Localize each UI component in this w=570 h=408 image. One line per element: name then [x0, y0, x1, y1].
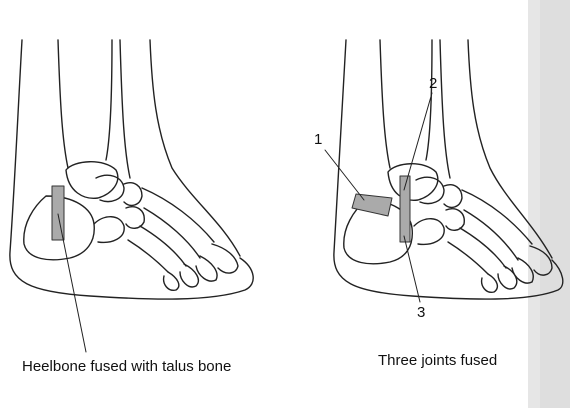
left-tibia — [58, 40, 112, 168]
right-fibula — [440, 40, 450, 178]
leader-line-2 — [404, 93, 432, 190]
callout-3: 3 — [417, 304, 425, 321]
left-talus — [66, 162, 118, 199]
right-foot-illustration — [325, 40, 563, 302]
left-caption: Heelbone fused with talus bone — [22, 358, 231, 375]
right-talus — [388, 164, 438, 201]
callout-2: 2 — [429, 75, 437, 92]
right-caption: Three joints fused — [378, 352, 497, 369]
right-tibia — [380, 40, 432, 168]
left-toes — [164, 244, 238, 290]
left-leg-front — [150, 40, 240, 256]
left-fusion-plate — [52, 186, 64, 240]
right-cuboid — [414, 219, 444, 245]
right-fusion-plate-1 — [352, 194, 392, 216]
left-leader-line — [58, 214, 86, 352]
left-cuneiforms — [124, 183, 144, 229]
left-cuboid — [94, 217, 124, 243]
right-cuneiforms — [444, 185, 464, 231]
left-leg-outline — [10, 40, 253, 299]
leader-line-1 — [325, 150, 364, 200]
left-foot-illustration — [10, 40, 253, 352]
left-fibula — [120, 40, 130, 178]
leader-line-3 — [404, 236, 420, 302]
callout-1: 1 — [314, 131, 322, 148]
scan-shadow-inner — [540, 0, 570, 408]
